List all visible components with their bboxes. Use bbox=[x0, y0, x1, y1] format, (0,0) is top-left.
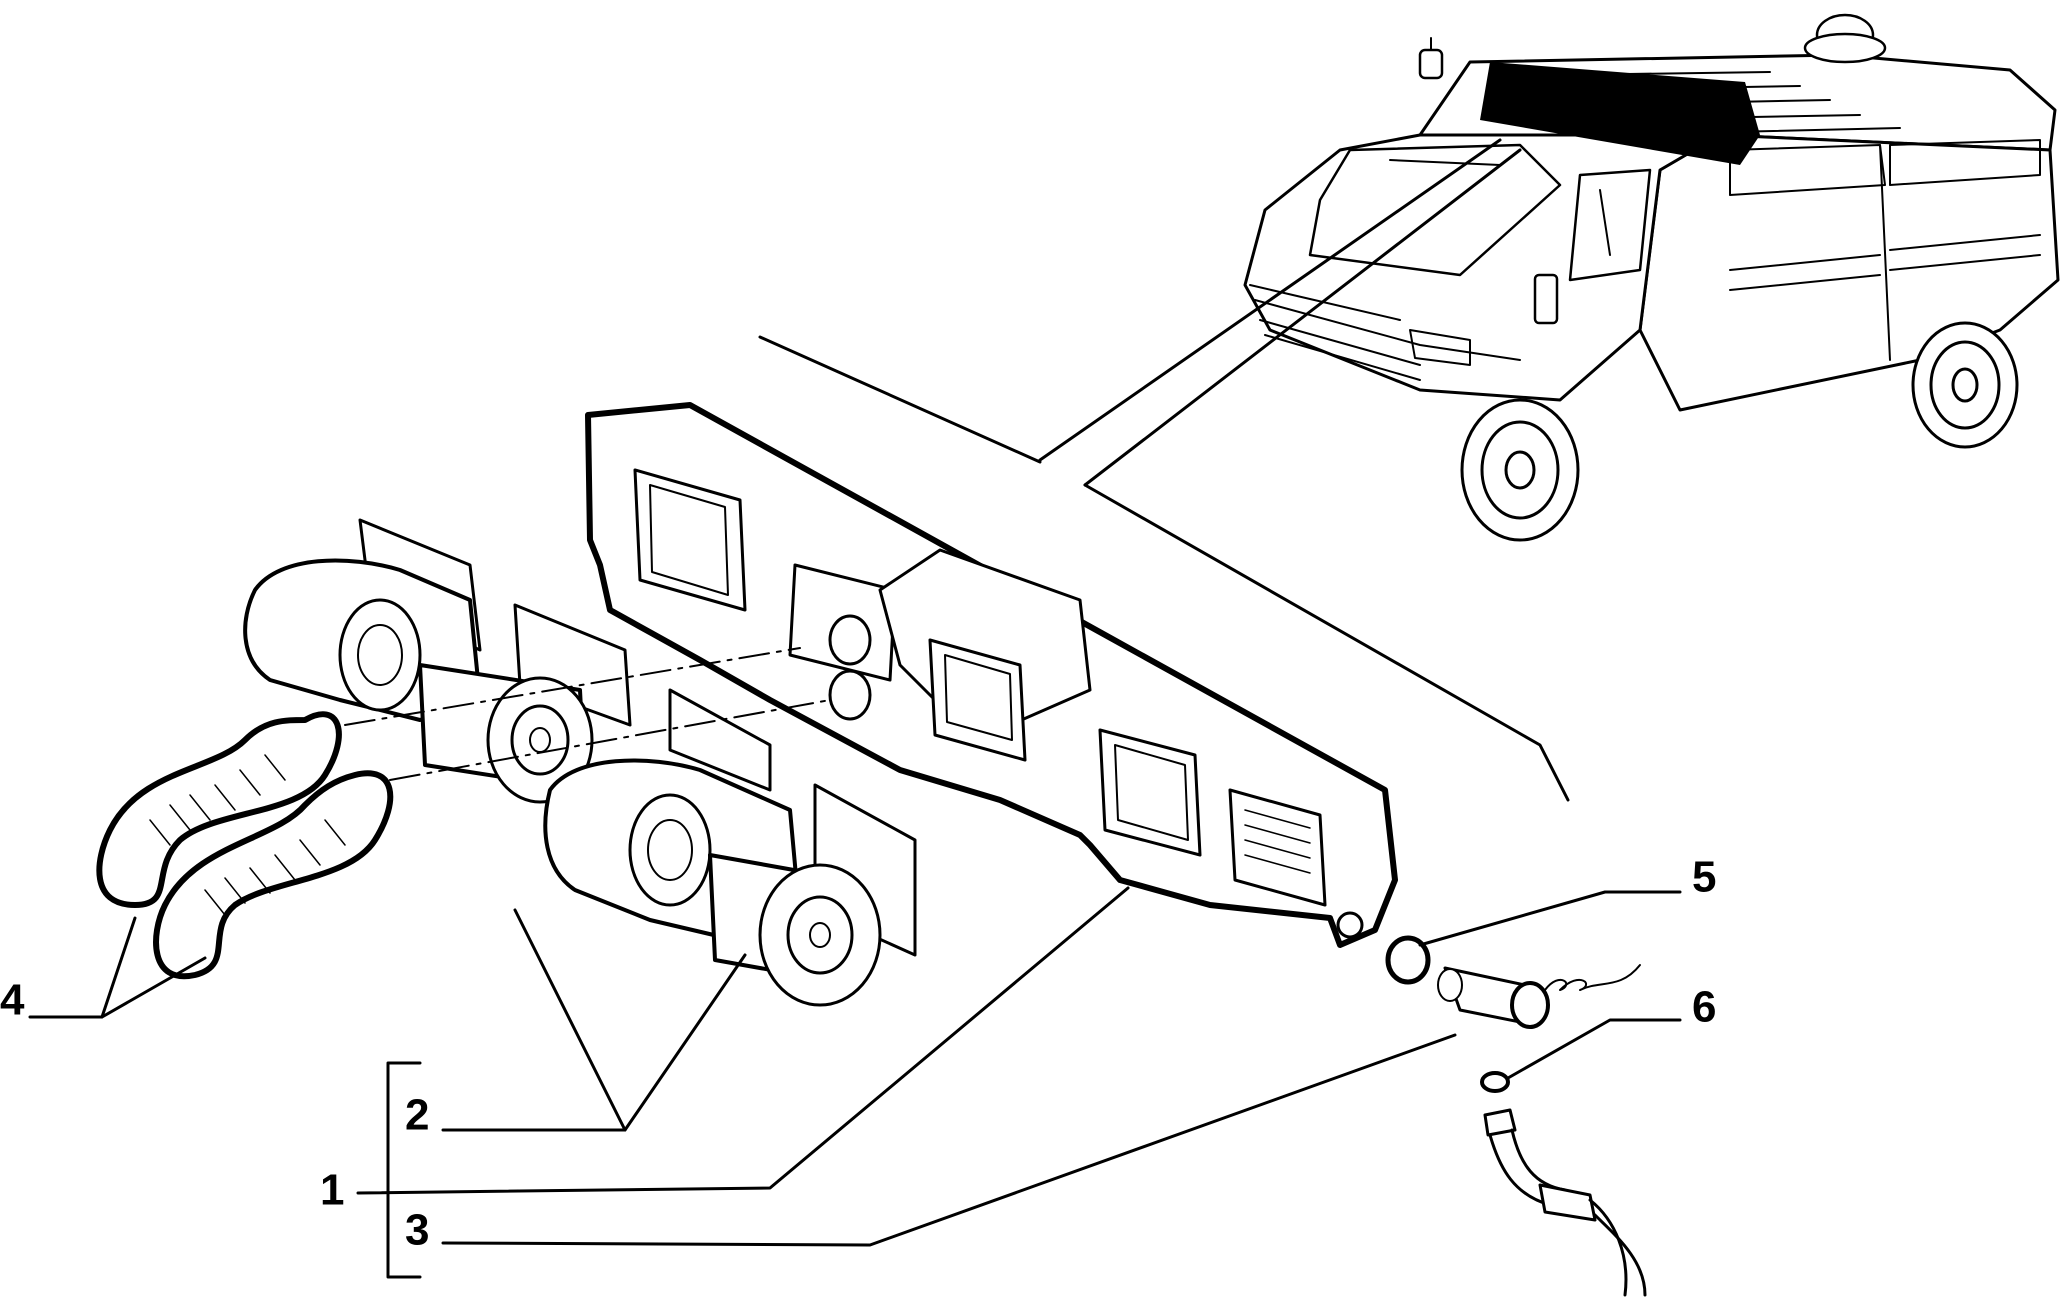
callout-labels: 1 2 3 4 5 6 bbox=[0, 853, 1716, 1255]
callout-3: 3 bbox=[405, 1206, 429, 1255]
callout-leader-lines bbox=[28, 886, 1682, 1279]
heater-duct-assembly bbox=[585, 402, 1398, 948]
callout-2: 2 bbox=[405, 1091, 429, 1140]
flexible-hoses bbox=[96, 711, 394, 980]
van-illustration bbox=[1038, 13, 2060, 542]
assembly-guide-lines bbox=[758, 335, 1570, 802]
callout-6: 6 bbox=[1692, 983, 1716, 1032]
blower-fan-motors bbox=[243, 518, 917, 1007]
callout-4: 4 bbox=[0, 976, 25, 1025]
temperature-sensor-parts bbox=[1385, 935, 1647, 1297]
callout-1: 1 bbox=[320, 1166, 344, 1215]
callout-5: 5 bbox=[1692, 853, 1716, 902]
